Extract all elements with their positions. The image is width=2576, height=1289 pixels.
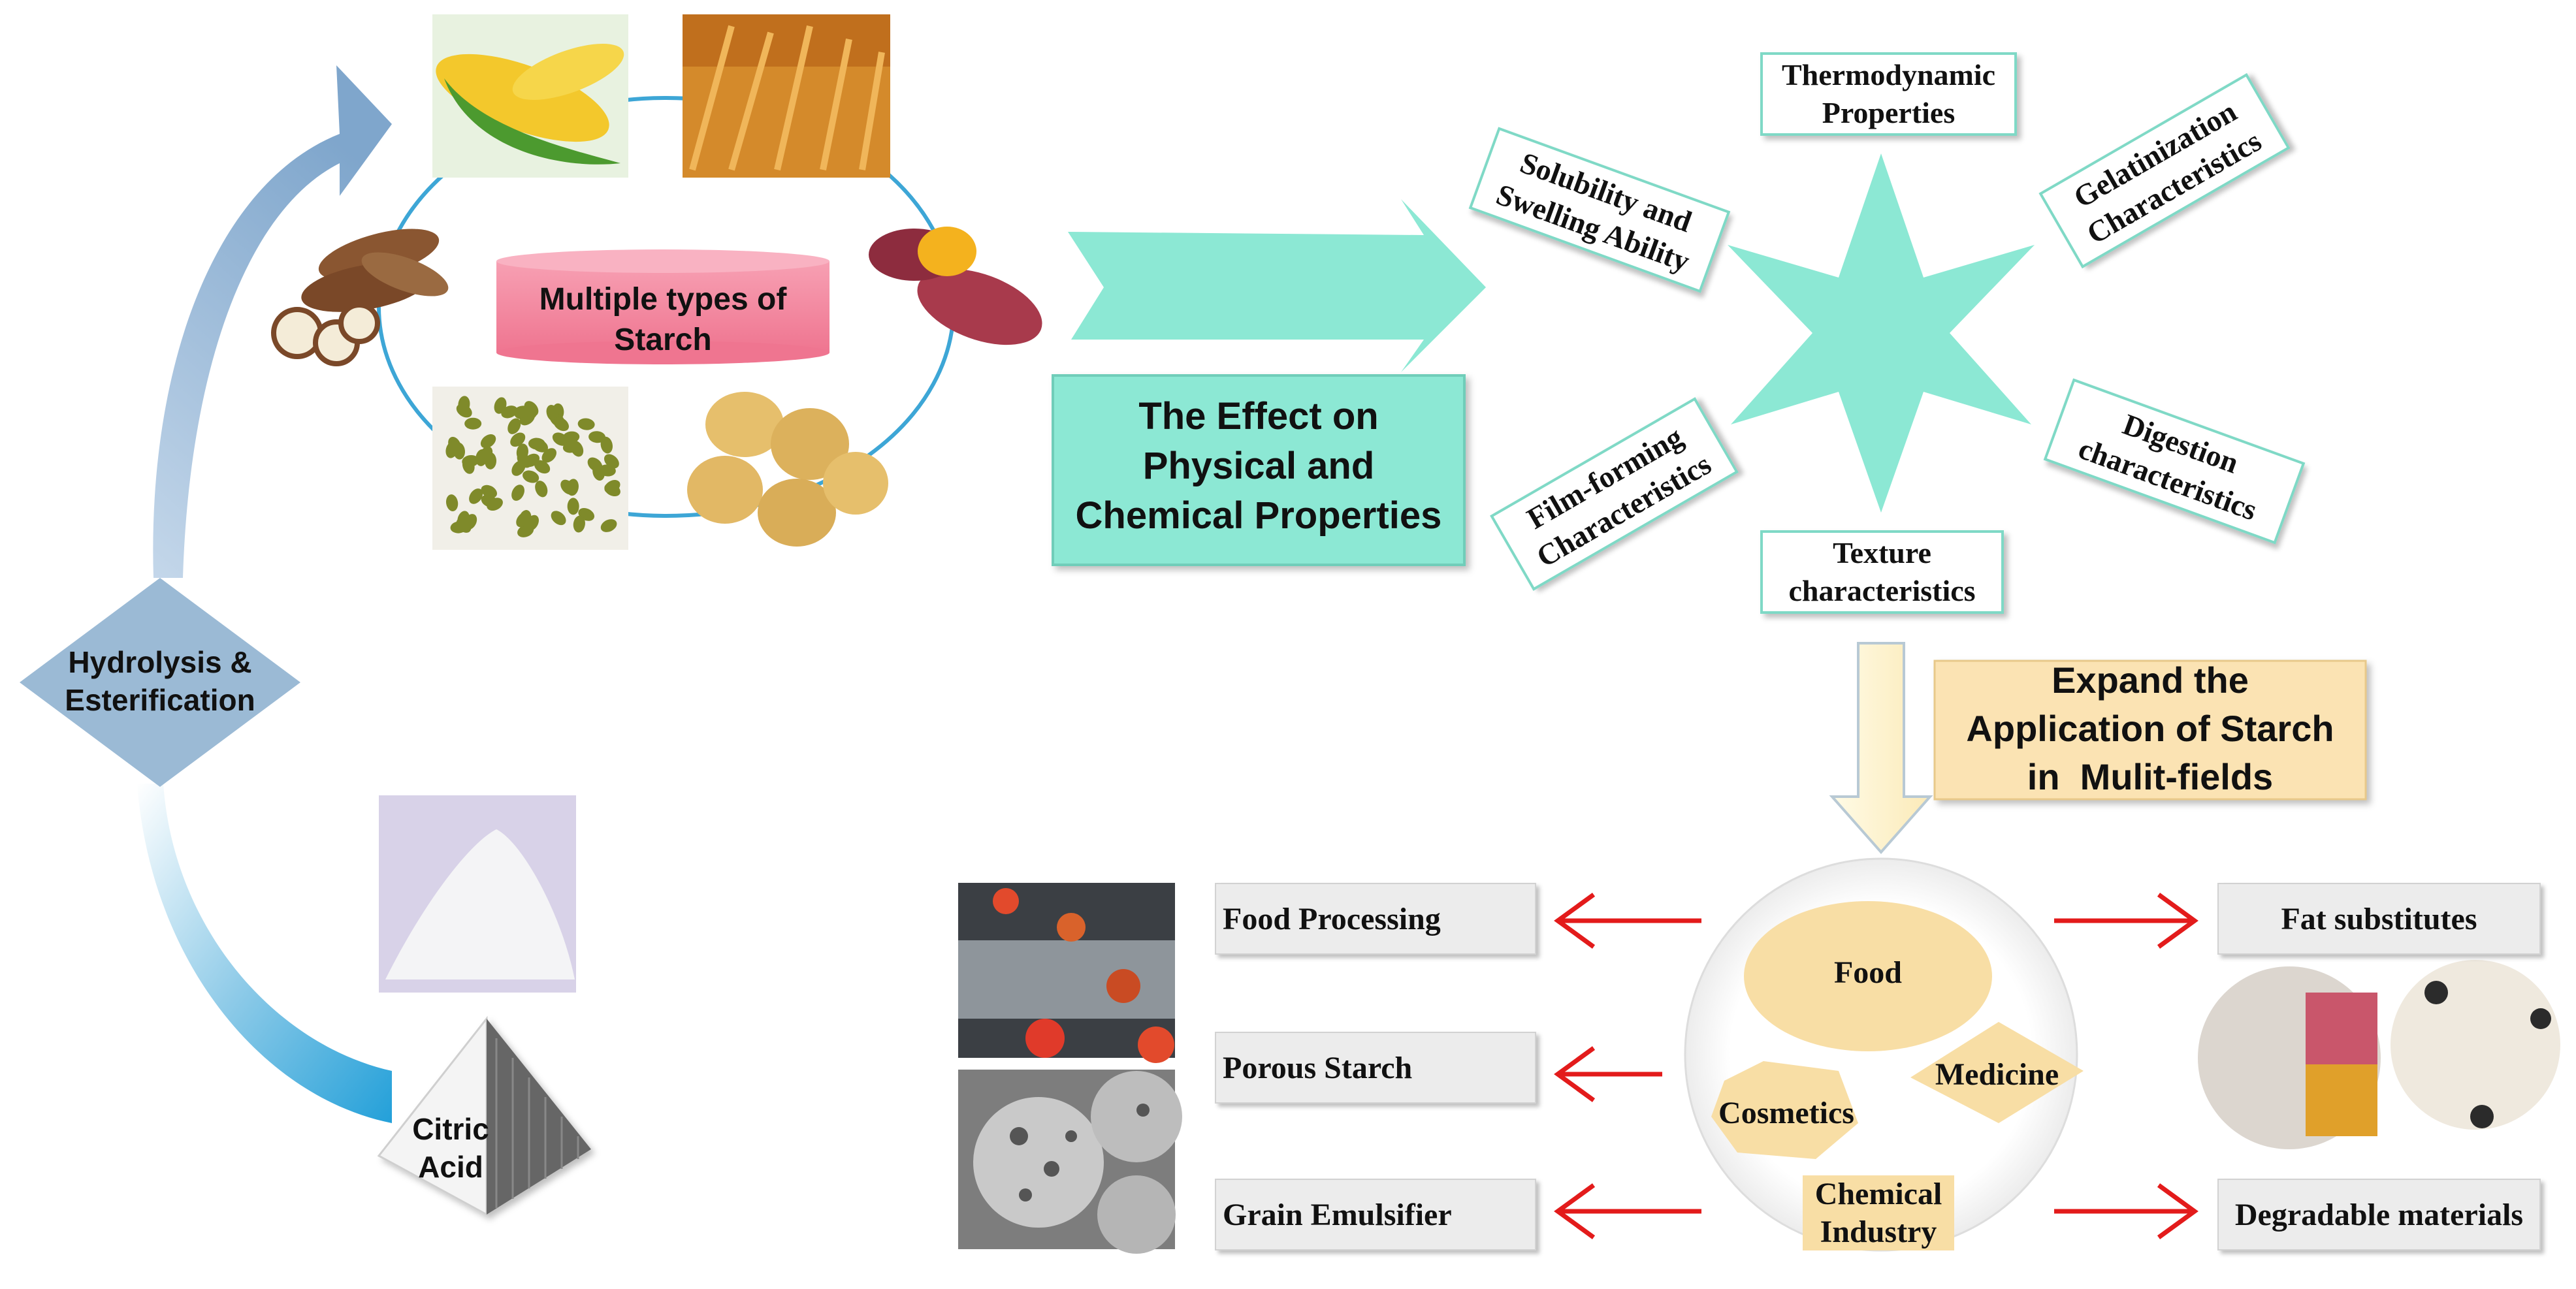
mung-bean [514, 406, 532, 418]
citric-line2: Acid [418, 1150, 483, 1184]
effect-box-bg [1052, 374, 1466, 566]
mung-bean [560, 479, 575, 495]
mung-bean [445, 494, 459, 511]
mung-bean [551, 511, 566, 526]
effect-arrow-shape [1068, 199, 1486, 372]
mung-bean [453, 442, 465, 460]
mung-bean [517, 524, 534, 537]
mung-bean [553, 417, 570, 432]
mung-bean [535, 481, 548, 498]
mung-bean [534, 460, 551, 474]
red-arrows [1554, 893, 2198, 1239]
thermodynamic-tag: Thermodynamic Properties [1760, 52, 2017, 136]
expand-box: Expand the Application of Starch in Muli… [1935, 656, 2366, 801]
chemical-line2: Industry [1820, 1215, 1937, 1249]
cosmetics-field-label: Cosmetics [1718, 1096, 1854, 1130]
mung-bean [528, 438, 545, 450]
mung-bean [463, 514, 477, 530]
mung-bean [511, 460, 526, 476]
expand-down-arrow [1829, 642, 1933, 855]
mung-bean [464, 417, 482, 430]
fat-substitute-image [2198, 966, 2381, 1149]
mung-bean [604, 483, 620, 497]
effect-box: The Effect on Physical and Chemical Prop… [1053, 392, 1464, 541]
process-line1: Hydrolysis & [68, 645, 252, 679]
expand-box-bg [1933, 660, 2367, 801]
food-processing-image [958, 883, 1175, 1063]
degradable-material-image [2391, 960, 2560, 1130]
texture-line1: Texture [1833, 536, 1931, 569]
mung-bean [523, 470, 539, 483]
effect-line2: Physical and [1142, 445, 1375, 487]
thermo-line2: Properties [1822, 96, 1956, 129]
sweet-potato-image [869, 227, 1042, 345]
porous-starch-box: Porous Starch [1215, 1032, 1536, 1104]
mung-bean [510, 432, 526, 447]
mung-bean [600, 519, 617, 532]
degradable-materials-box: Degradable materials [2217, 1179, 2541, 1250]
food-processing-box: Food Processing [1215, 883, 1536, 955]
process-line2: Esterification [65, 683, 255, 717]
mung-bean [577, 418, 595, 430]
mung-bean [562, 441, 580, 453]
process-label: Hydrolysis & Esterification [20, 643, 300, 719]
mung-bean [567, 498, 579, 515]
food-field [1744, 901, 1992, 1051]
mung-bean [494, 397, 507, 414]
mung-bean [541, 448, 556, 463]
starch-cylinder-label: Multiple types of Starch [496, 279, 829, 360]
process-diamond [20, 578, 300, 787]
corn-image [432, 14, 628, 178]
thermo-line1: Thermodynamic [1781, 58, 1996, 91]
medicine-field [1910, 1022, 2084, 1123]
curved-down-arrow [137, 784, 392, 1123]
citric-acid-pyramid [377, 1015, 591, 1217]
starch-label-line2: Starch [614, 323, 712, 357]
mung-bean [546, 405, 559, 422]
mung-bean [562, 431, 580, 443]
mung-bean [573, 515, 585, 533]
fat-substitutes-box: Fat substitutes [2217, 883, 2541, 955]
mung-bean [516, 443, 528, 461]
mung-bean [507, 418, 521, 434]
food-field-label: Food [1833, 955, 1902, 990]
cosmetics-field [1711, 1061, 1858, 1159]
mung-bean [456, 404, 472, 418]
citric-acid-label: Citric Acid [392, 1110, 509, 1186]
mung-bean [481, 485, 498, 498]
starch-label-line1: Multiple types of [539, 282, 787, 317]
chemical-line1: Chemical [1814, 1177, 1942, 1211]
expand-line3: in Mulit-fields [2027, 756, 2274, 797]
effect-line1: The Effect on [1138, 395, 1379, 438]
mung-bean [480, 434, 496, 449]
wheat-image [683, 14, 890, 178]
properties-star [1728, 153, 2035, 513]
mung-bean [487, 498, 503, 511]
expand-line2: Application of Starch [1966, 708, 2334, 749]
medicine-field-label: Medicine [1935, 1057, 2059, 1092]
texture-line2: characteristics [1788, 574, 1976, 607]
porous-starch-image [958, 1070, 1182, 1254]
mung-bean [479, 446, 493, 462]
mung-bean [598, 464, 616, 477]
citric-line1: Citric [412, 1112, 489, 1146]
mung-bean [516, 512, 530, 528]
mung-bean [462, 457, 475, 474]
potato-image [687, 392, 888, 547]
mung-bean [469, 488, 483, 504]
mung-bean [511, 485, 524, 501]
citric-acid-image [379, 795, 576, 993]
expand-line1: Expand the [2052, 660, 2249, 701]
effect-line3: Chemical Properties [1075, 494, 1442, 537]
starch-cylinder [496, 249, 829, 364]
grain-emulsifier-box: Grain Emulsifier [1215, 1179, 1536, 1250]
mung-bean-image [432, 387, 628, 550]
chemical-field [1803, 1175, 1954, 1250]
curved-up-arrow [153, 65, 392, 578]
texture-tag: Texture characteristics [1760, 530, 2004, 614]
chemical-field-label: Chemical Industry [1803, 1175, 1954, 1251]
cassava-image [271, 229, 449, 366]
mung-bean [588, 431, 606, 443]
